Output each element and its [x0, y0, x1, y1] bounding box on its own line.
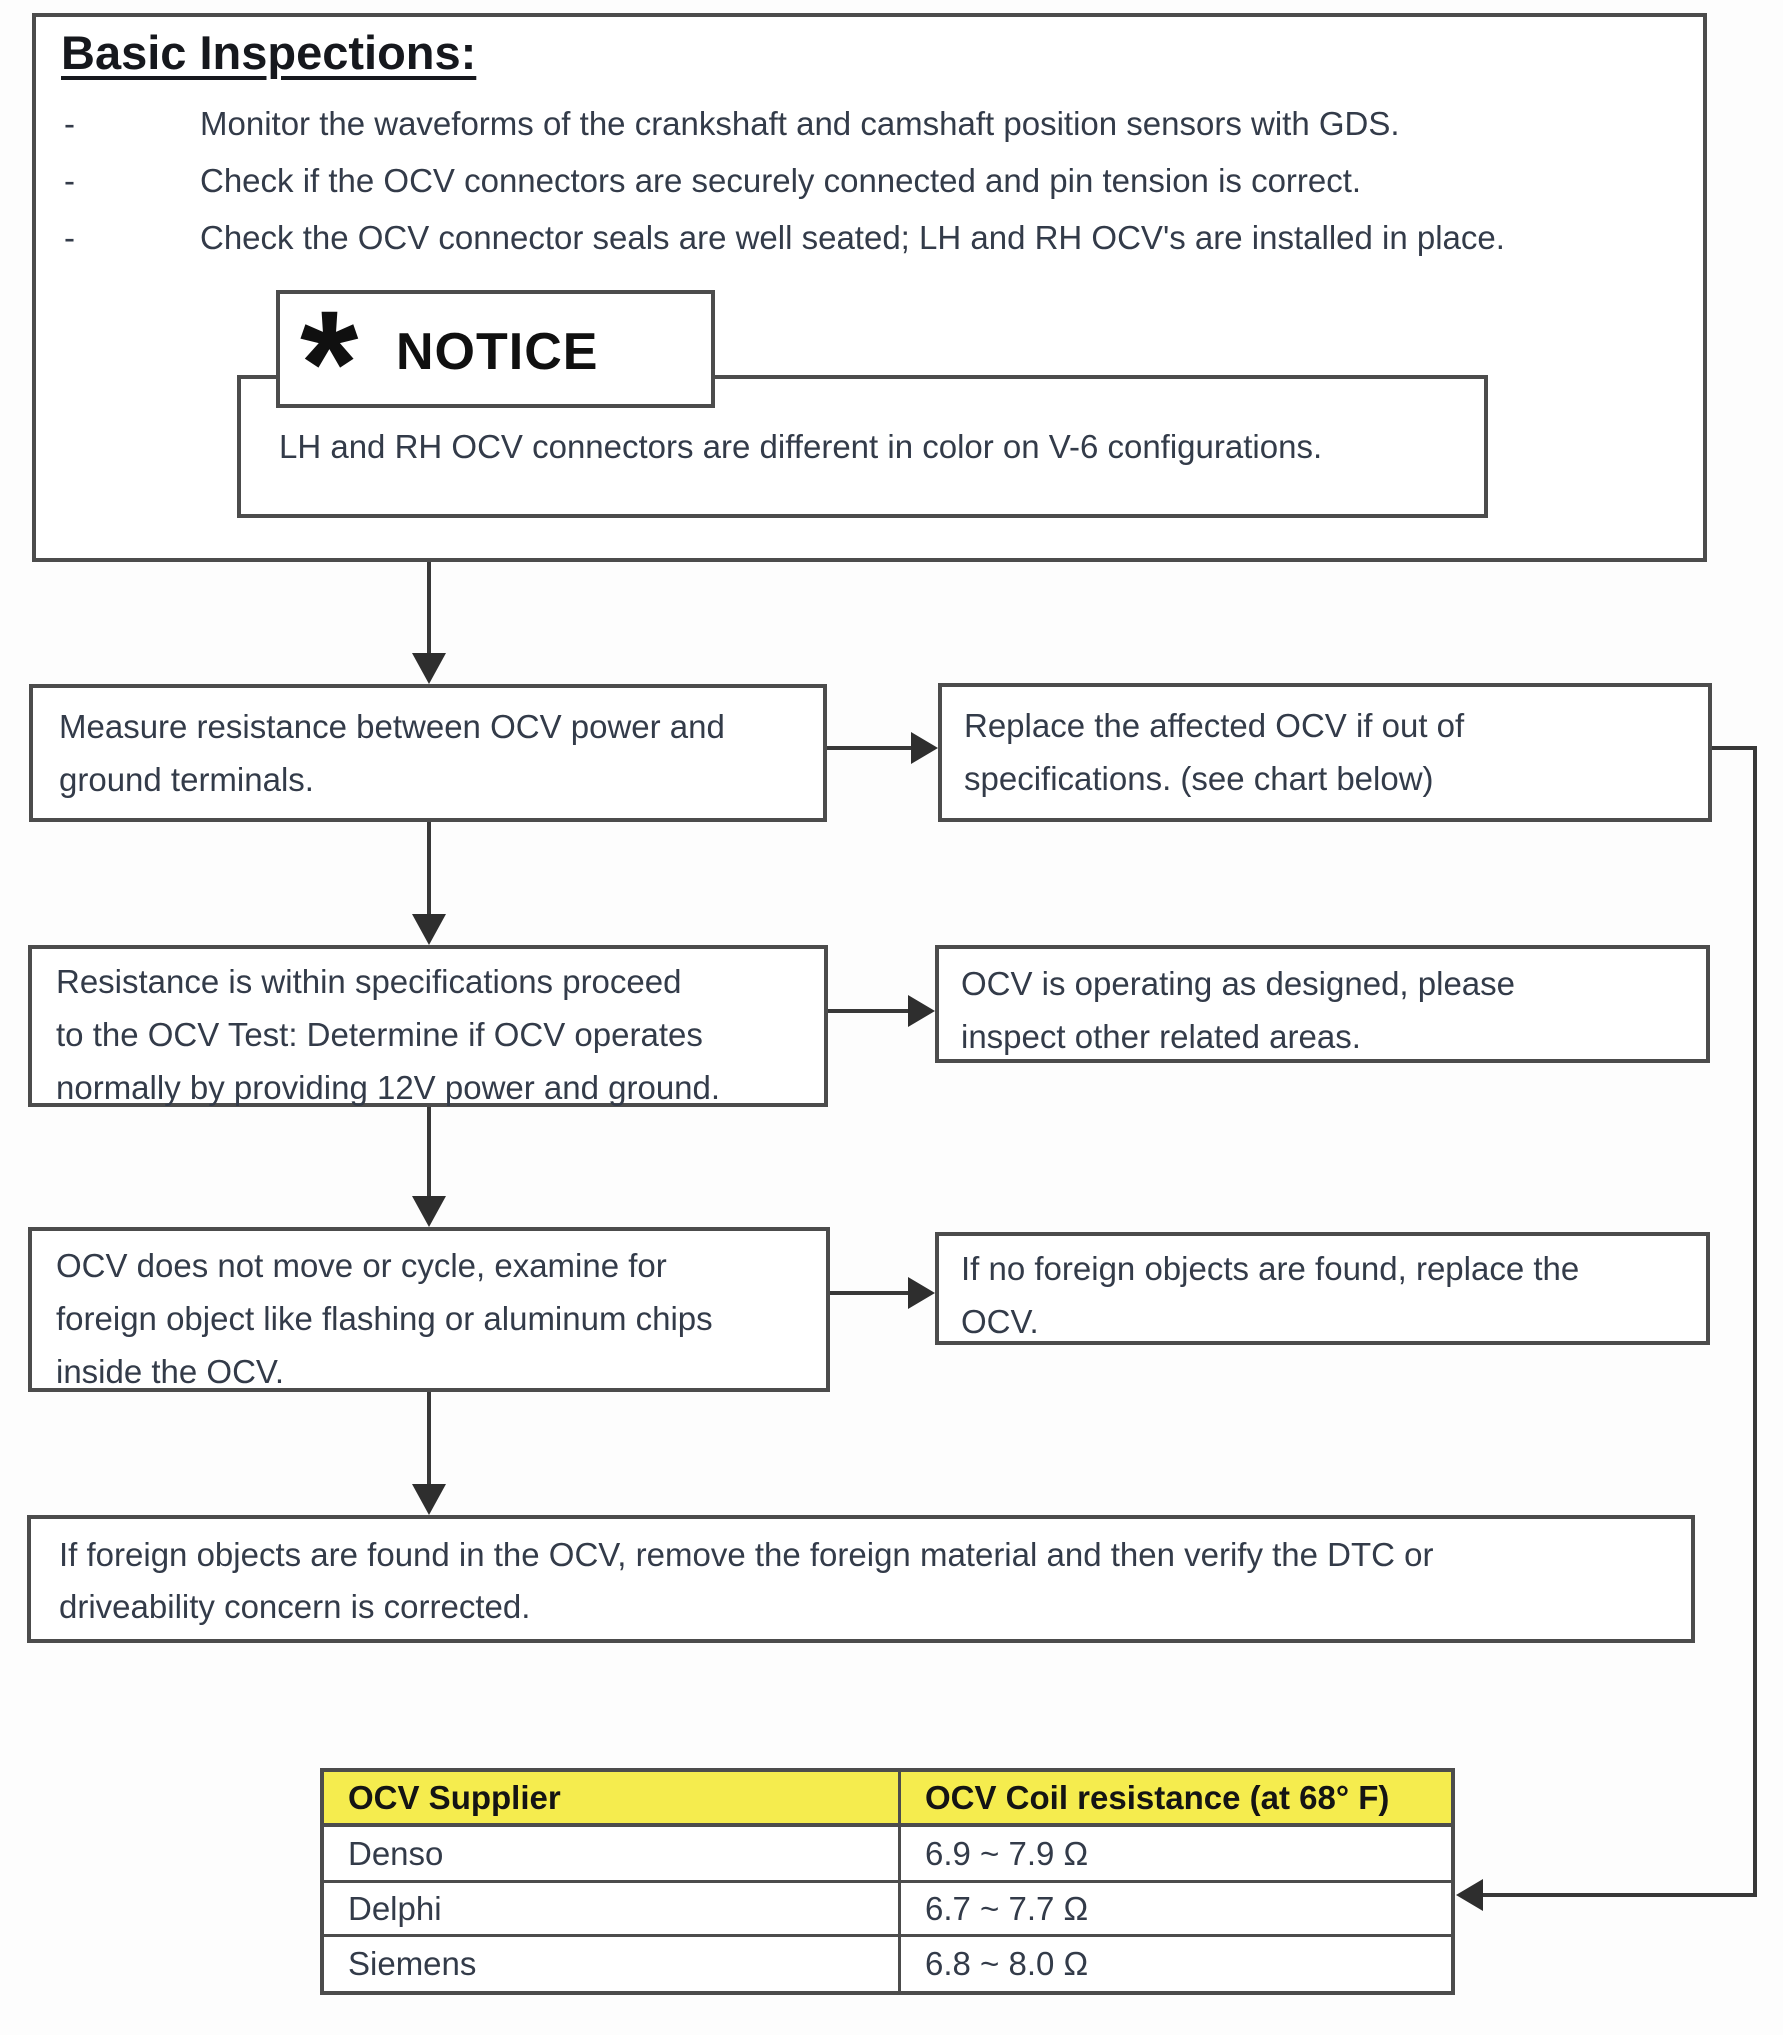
bullet-text: Monitor the waveforms of the crankshaft … [200, 105, 1400, 142]
return-line-vertical [1753, 746, 1757, 1897]
flow-line-horizontal-2 [828, 1009, 913, 1013]
arrow-down-icon-4 [412, 1484, 446, 1515]
bullet-item: - Check if the OCV connectors are secure… [64, 162, 1361, 200]
notice-text: LH and RH OCV connectors are different i… [279, 427, 1323, 465]
flow-box-replace-if-no-objects: If no foreign objects are found, replace… [935, 1232, 1710, 1345]
flow-box-replace-ocv-out-of-spec: Replace the affected OCV if out of speci… [938, 683, 1712, 822]
flow-line-vertical-1 [427, 562, 431, 658]
arrow-down-icon-3 [412, 1196, 446, 1227]
flow-box-text: inspect other related areas. [961, 1018, 1361, 1055]
table-cell-supplier: Denso [324, 1827, 901, 1883]
flow-box-text: Measure resistance between OCV power and [59, 708, 725, 745]
flow-box-operating-as-designed: OCV is operating as designed, please ins… [935, 945, 1710, 1063]
arrow-down-icon-2 [412, 914, 446, 945]
flow-box-text: specifications. (see chart below) [964, 760, 1434, 797]
notice-label-box: * NOTICE [276, 288, 715, 438]
bullet-item: - Monitor the waveforms of the crankshaf… [64, 105, 1400, 143]
table-cell-supplier: Delphi [324, 1883, 901, 1937]
bullet-item: - Check the OCV connector seals are well… [64, 219, 1505, 257]
flow-box-text: OCV. [961, 1303, 1039, 1340]
ocv-spec-table: OCV Supplier OCV Coil resistance (at 68°… [320, 1768, 1455, 1995]
flow-box-text: OCV does not move or cycle, examine for [56, 1247, 667, 1284]
flow-box-text: Resistance is within specifications proc… [56, 963, 682, 1000]
flow-line-horizontal-1 [827, 746, 915, 750]
flow-box-examine-foreign-objects: OCV does not move or cycle, examine for … [28, 1227, 830, 1392]
return-line-top [1712, 746, 1757, 750]
arrow-right-icon-1 [911, 732, 938, 764]
table-header-resistance: OCV Coil resistance (at 68° F) [901, 1772, 1451, 1827]
return-line-bottom [1472, 1893, 1757, 1897]
bullet-dash: - [64, 105, 75, 142]
table-header-supplier: OCV Supplier [324, 1772, 901, 1827]
flow-box-text: to the OCV Test: Determine if OCV operat… [56, 1016, 703, 1053]
flow-box-measure-resistance: Measure resistance between OCV power and… [29, 684, 827, 822]
flow-box-text: normally by providing 12V power and grou… [56, 1069, 721, 1106]
bullet-dash: - [64, 162, 75, 199]
flow-box-remove-foreign-material: If foreign objects are found in the OCV,… [27, 1515, 1695, 1643]
flow-box-text: Replace the affected OCV if out of [964, 707, 1465, 744]
asterisk-icon: * [300, 279, 359, 447]
flow-box-text: ground terminals. [59, 761, 314, 798]
table-cell-supplier: Siemens [324, 1937, 901, 1991]
bullet-text: Check the OCV connector seals are well s… [200, 219, 1505, 256]
arrow-left-icon [1456, 1879, 1483, 1911]
bullet-dash: - [64, 219, 75, 256]
flow-line-vertical-4 [427, 1392, 431, 1486]
flow-box-text: driveability concern is corrected. [59, 1588, 531, 1625]
flow-line-horizontal-3 [830, 1291, 913, 1295]
table-cell-resistance: 6.9 ~ 7.9 Ω [901, 1827, 1451, 1883]
basic-inspections-title: Basic Inspections: [61, 26, 477, 79]
flow-box-ocv-test: Resistance is within specifications proc… [28, 945, 828, 1107]
arrow-down-icon-1 [412, 653, 446, 684]
table-cell-resistance: 6.8 ~ 8.0 Ω [925, 1945, 1089, 1982]
flow-line-vertical-2 [427, 822, 431, 918]
flow-box-text: inside the OCV. [56, 1353, 285, 1390]
flow-box-text: OCV is operating as designed, please [961, 965, 1516, 1002]
bullet-text: Check if the OCV connectors are securely… [200, 162, 1362, 199]
notice-label: NOTICE [396, 323, 599, 381]
flow-box-text: If no foreign objects are found, replace… [961, 1250, 1580, 1287]
table-cell-resistance: 6.7 ~ 7.7 Ω [901, 1883, 1451, 1937]
flow-line-vertical-3 [427, 1107, 431, 1200]
arrow-right-icon-2 [908, 995, 935, 1027]
flow-box-text: foreign object like flashing or aluminum… [56, 1300, 713, 1337]
arrow-right-icon-3 [908, 1277, 935, 1309]
flow-box-text: If foreign objects are found in the OCV,… [59, 1536, 1434, 1573]
